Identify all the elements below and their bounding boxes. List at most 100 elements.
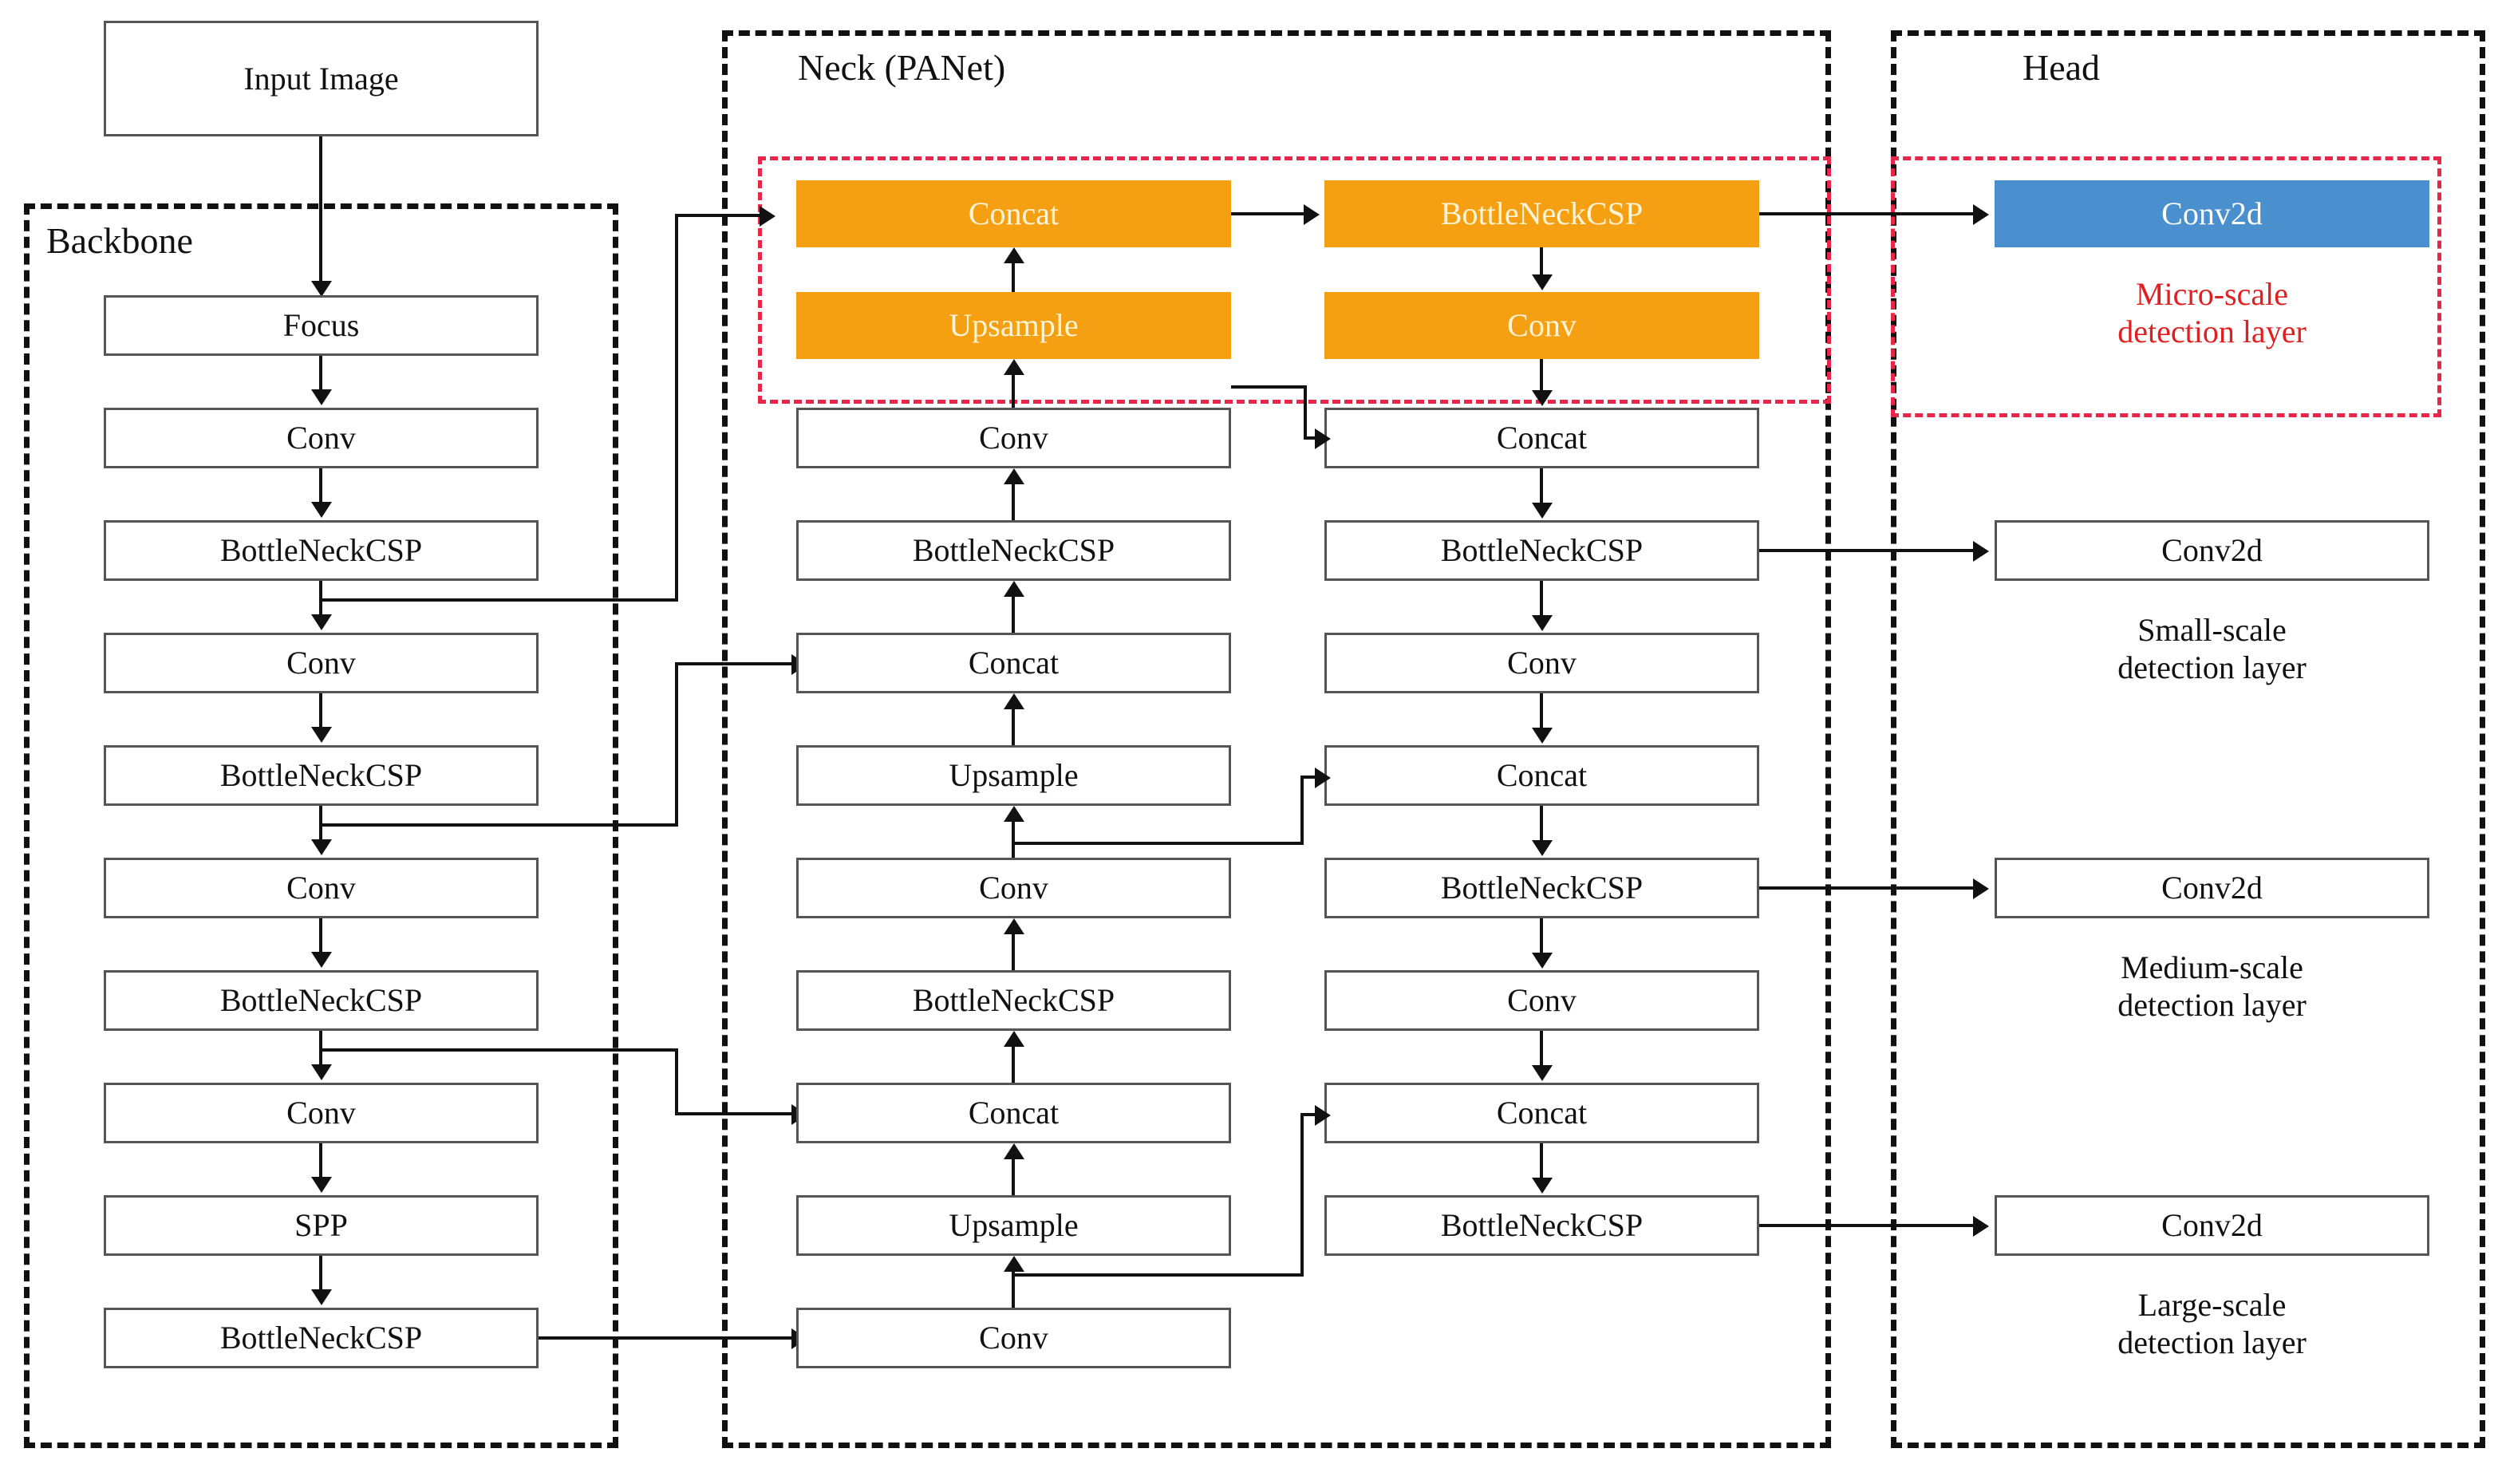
caption-micro-line2: detection layer bbox=[2117, 314, 2307, 350]
arrowhead-conv1-to-csp1 bbox=[311, 502, 332, 518]
node-backbone-conv-1[interactable]: Conv bbox=[104, 408, 539, 468]
neck-group bbox=[722, 30, 1831, 1448]
node-backbone-conv-2[interactable]: Conv bbox=[104, 633, 539, 693]
arrowhead-concatR1-to-cspR1 bbox=[1532, 503, 1553, 519]
node-neck-upsample-top[interactable]: Upsample bbox=[796, 292, 1231, 359]
head-link-micro bbox=[1759, 212, 1975, 215]
arrowhead-concattop-to-cspTop bbox=[1304, 204, 1320, 225]
edge-conv3-to-csp3 bbox=[319, 918, 322, 954]
arrowhead-concat1-to-csp1-neck bbox=[1004, 581, 1024, 597]
skip1-segment-horizontal-out bbox=[319, 598, 678, 602]
node-neck-upsample-2[interactable]: Upsample bbox=[796, 1195, 1231, 1256]
node-head-conv2d-medium[interactable]: Conv2d bbox=[1995, 858, 2429, 918]
node-head-conv2d-micro[interactable]: Conv2d bbox=[1995, 180, 2429, 247]
pan-link1-vertical bbox=[1304, 385, 1307, 438]
node-head-conv2d-small[interactable]: Conv2d bbox=[1995, 520, 2429, 581]
caption-small-line1: Small-scale bbox=[2137, 612, 2287, 648]
caption-micro-line1: Micro-scale bbox=[2135, 276, 2288, 312]
node-neck-bottleneckcsp-r2[interactable]: BottleNeckCSP bbox=[1324, 858, 1759, 918]
node-neck-concat-r2[interactable]: Concat bbox=[1324, 745, 1759, 806]
arrowhead-conv2-to-csp2 bbox=[311, 727, 332, 743]
node-neck-bottleneckcsp-r3[interactable]: BottleNeckCSP bbox=[1324, 1195, 1759, 1256]
skip3-segment-horizontal-in bbox=[675, 1112, 796, 1115]
node-neck-concat-r3[interactable]: Concat bbox=[1324, 1083, 1759, 1143]
node-backbone-spp[interactable]: SPP bbox=[104, 1195, 539, 1256]
edge-concattop-to-cspTop bbox=[1231, 212, 1307, 215]
node-neck-conv-bottom[interactable]: Conv bbox=[796, 1308, 1231, 1368]
micro-scale-highlight-neck bbox=[758, 156, 1831, 404]
node-neck-bottleneckcsp-1[interactable]: BottleNeckCSP bbox=[796, 520, 1231, 581]
caption-large-line1: Large-scale bbox=[2137, 1287, 2287, 1323]
head-link-large-arrowhead bbox=[1973, 1216, 1989, 1237]
backbone-group-label: Backbone bbox=[46, 220, 193, 261]
skip2-segment-horizontal-out bbox=[319, 823, 678, 827]
skip1-segment-vertical bbox=[675, 214, 678, 600]
caption-large-scale: Large-scale detection layer bbox=[1995, 1286, 2429, 1361]
head-link-medium bbox=[1759, 886, 1975, 890]
arrowhead-cspR1-to-convR1 bbox=[1532, 615, 1553, 631]
node-neck-upsample-1[interactable]: Upsample bbox=[796, 745, 1231, 806]
edge-neckconv1-stub bbox=[1012, 375, 1015, 408]
arrowhead-concatR2-to-cspR2 bbox=[1532, 840, 1553, 856]
skip3-segment-vertical bbox=[675, 1048, 678, 1112]
edge-conv2-to-upsample1-neck bbox=[1012, 822, 1015, 858]
node-neck-concat-1[interactable]: Concat bbox=[796, 633, 1231, 693]
node-neck-concat-r1[interactable]: Concat bbox=[1324, 408, 1759, 468]
edge-neckupsample-to-concat-top bbox=[1012, 263, 1015, 292]
skip1-segment-horizontal-in bbox=[675, 214, 764, 217]
node-neck-bottleneckcsp-top[interactable]: BottleNeckCSP bbox=[1324, 180, 1759, 247]
arrowhead-convbottom-to-upsample2-neck bbox=[1004, 1256, 1024, 1272]
head-group bbox=[1891, 30, 2485, 1448]
edge-concat1-to-csp1-neck bbox=[1012, 597, 1015, 633]
caption-large-line2: detection layer bbox=[2117, 1324, 2307, 1361]
pan-link3-horizontal-b bbox=[1300, 1113, 1324, 1116]
edge-concatR1-to-cspR1 bbox=[1540, 468, 1543, 504]
arrowhead-focus-to-conv1 bbox=[311, 389, 332, 405]
node-neck-concat-2[interactable]: Concat bbox=[796, 1083, 1231, 1143]
caption-small-line2: detection layer bbox=[2117, 649, 2307, 686]
pan-link3-vertical bbox=[1300, 1113, 1304, 1275]
node-backbone-bottleneckcsp-2[interactable]: BottleNeckCSP bbox=[104, 745, 539, 806]
arrowhead-csp2-to-conv3 bbox=[311, 839, 332, 855]
head-link-large bbox=[1759, 1224, 1975, 1227]
neck-group-label: Neck (PANet) bbox=[798, 47, 1006, 88]
arrowhead-conv3-to-csp3 bbox=[311, 952, 332, 968]
head-link-micro-arrowhead bbox=[1973, 204, 1989, 225]
edge-convbottom-to-upsample2-neck bbox=[1012, 1272, 1015, 1308]
node-neck-conv-top-right[interactable]: Conv bbox=[1324, 292, 1759, 359]
node-backbone-bottleneckcsp-4[interactable]: BottleNeckCSP bbox=[104, 1308, 539, 1368]
skip3-segment-horizontal-out bbox=[319, 1048, 678, 1052]
node-neck-conv-r1[interactable]: Conv bbox=[1324, 633, 1759, 693]
node-head-conv2d-large[interactable]: Conv2d bbox=[1995, 1195, 2429, 1256]
node-backbone-bottleneckcsp-3[interactable]: BottleNeckCSP bbox=[104, 970, 539, 1031]
edge-cspR2-to-convR2 bbox=[1540, 918, 1543, 954]
node-neck-bottleneckcsp-r1[interactable]: BottleNeckCSP bbox=[1324, 520, 1759, 581]
node-neck-conv-2[interactable]: Conv bbox=[796, 858, 1231, 918]
caption-micro-scale: Micro-scale detection layer bbox=[1995, 275, 2429, 350]
arrowhead-input-to-focus bbox=[311, 281, 332, 297]
node-input-image[interactable]: Input Image bbox=[104, 21, 539, 136]
arrowhead-conv4-to-spp bbox=[311, 1177, 332, 1193]
node-neck-concat-top[interactable]: Concat bbox=[796, 180, 1231, 247]
skip4-segment-horizontal bbox=[539, 1336, 796, 1340]
arrowhead-csp1-to-conv1-neck bbox=[1004, 468, 1024, 484]
node-backbone-conv-3[interactable]: Conv bbox=[104, 858, 539, 918]
pan-link2-horizontal-b bbox=[1300, 776, 1324, 779]
edge-cspTop-to-convTopRight bbox=[1540, 247, 1543, 276]
pan-link3-arrowhead bbox=[1315, 1105, 1331, 1126]
node-backbone-bottleneckcsp-1[interactable]: BottleNeckCSP bbox=[104, 520, 539, 581]
head-group-label: Head bbox=[2023, 47, 2101, 88]
pan-link2-vertical bbox=[1300, 776, 1304, 843]
node-neck-conv-r2[interactable]: Conv bbox=[1324, 970, 1759, 1031]
pan-link1-arrowhead bbox=[1315, 428, 1331, 449]
node-neck-conv-1[interactable]: Conv bbox=[796, 408, 1231, 468]
edge-upsample2-to-concat2-neck bbox=[1012, 1159, 1015, 1195]
pan-link3-horizontal-a bbox=[1012, 1273, 1304, 1277]
caption-medium-scale: Medium-scale detection layer bbox=[1995, 949, 2429, 1024]
edge-csp2-to-conv2-neck bbox=[1012, 934, 1015, 970]
edge-concat2-to-csp2-neck bbox=[1012, 1047, 1015, 1083]
node-backbone-focus[interactable]: Focus bbox=[104, 295, 539, 356]
node-neck-bottleneckcsp-2[interactable]: BottleNeckCSP bbox=[796, 970, 1231, 1031]
node-backbone-conv-4[interactable]: Conv bbox=[104, 1083, 539, 1143]
